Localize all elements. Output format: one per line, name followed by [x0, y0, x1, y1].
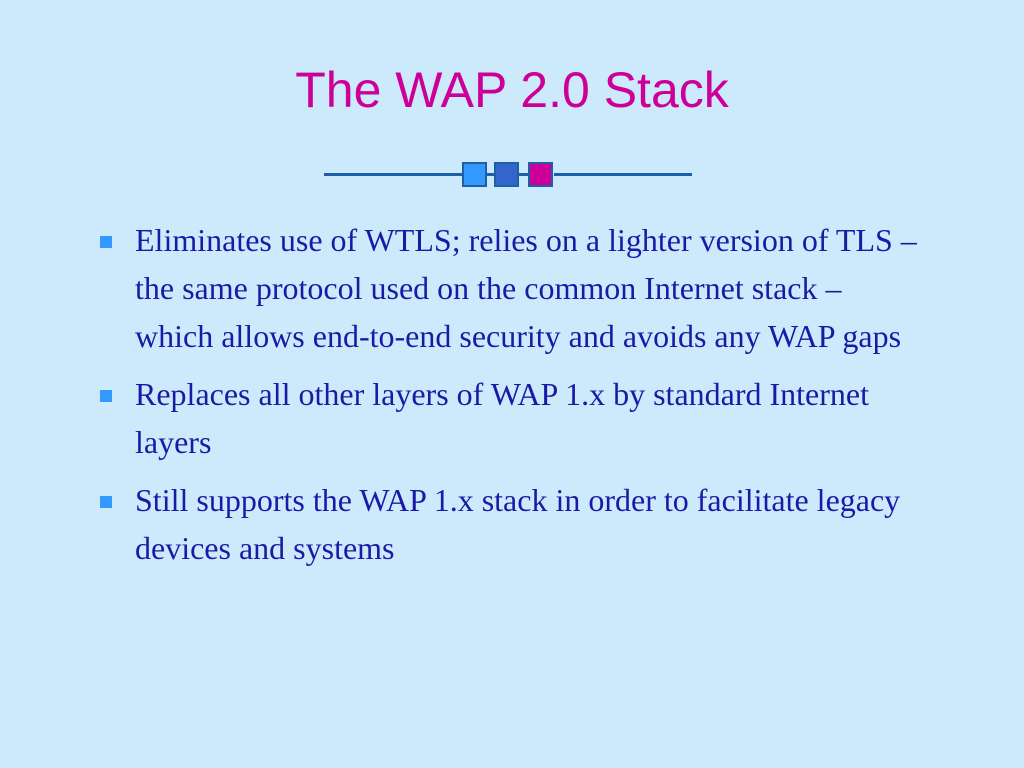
bullet-text: Eliminates use of WTLS; relies on a ligh… [135, 222, 917, 354]
bullet-item: Still supports the WAP 1.x stack in orde… [96, 476, 926, 572]
divider-square-blue [494, 162, 519, 187]
divider-line-left [324, 173, 464, 176]
bullet-text: Still supports the WAP 1.x stack in orde… [135, 482, 901, 566]
slide-title: The WAP 2.0 Stack [295, 62, 729, 118]
title-divider [324, 160, 692, 190]
divider-line-connector [487, 173, 495, 176]
divider-square-light-blue [462, 162, 487, 187]
square-bullet-icon [100, 236, 112, 248]
square-bullet-icon [100, 496, 112, 508]
square-bullet-icon [100, 390, 112, 402]
divider-line-right [554, 173, 692, 176]
divider-line-connector [519, 173, 529, 176]
bullet-text: Replaces all other layers of WAP 1.x by … [135, 376, 869, 460]
bullet-item: Replaces all other layers of WAP 1.x by … [96, 370, 926, 466]
bullet-item: Eliminates use of WTLS; relies on a ligh… [96, 216, 926, 360]
bullet-list: Eliminates use of WTLS; relies on a ligh… [96, 216, 926, 582]
divider-square-magenta [528, 162, 553, 187]
